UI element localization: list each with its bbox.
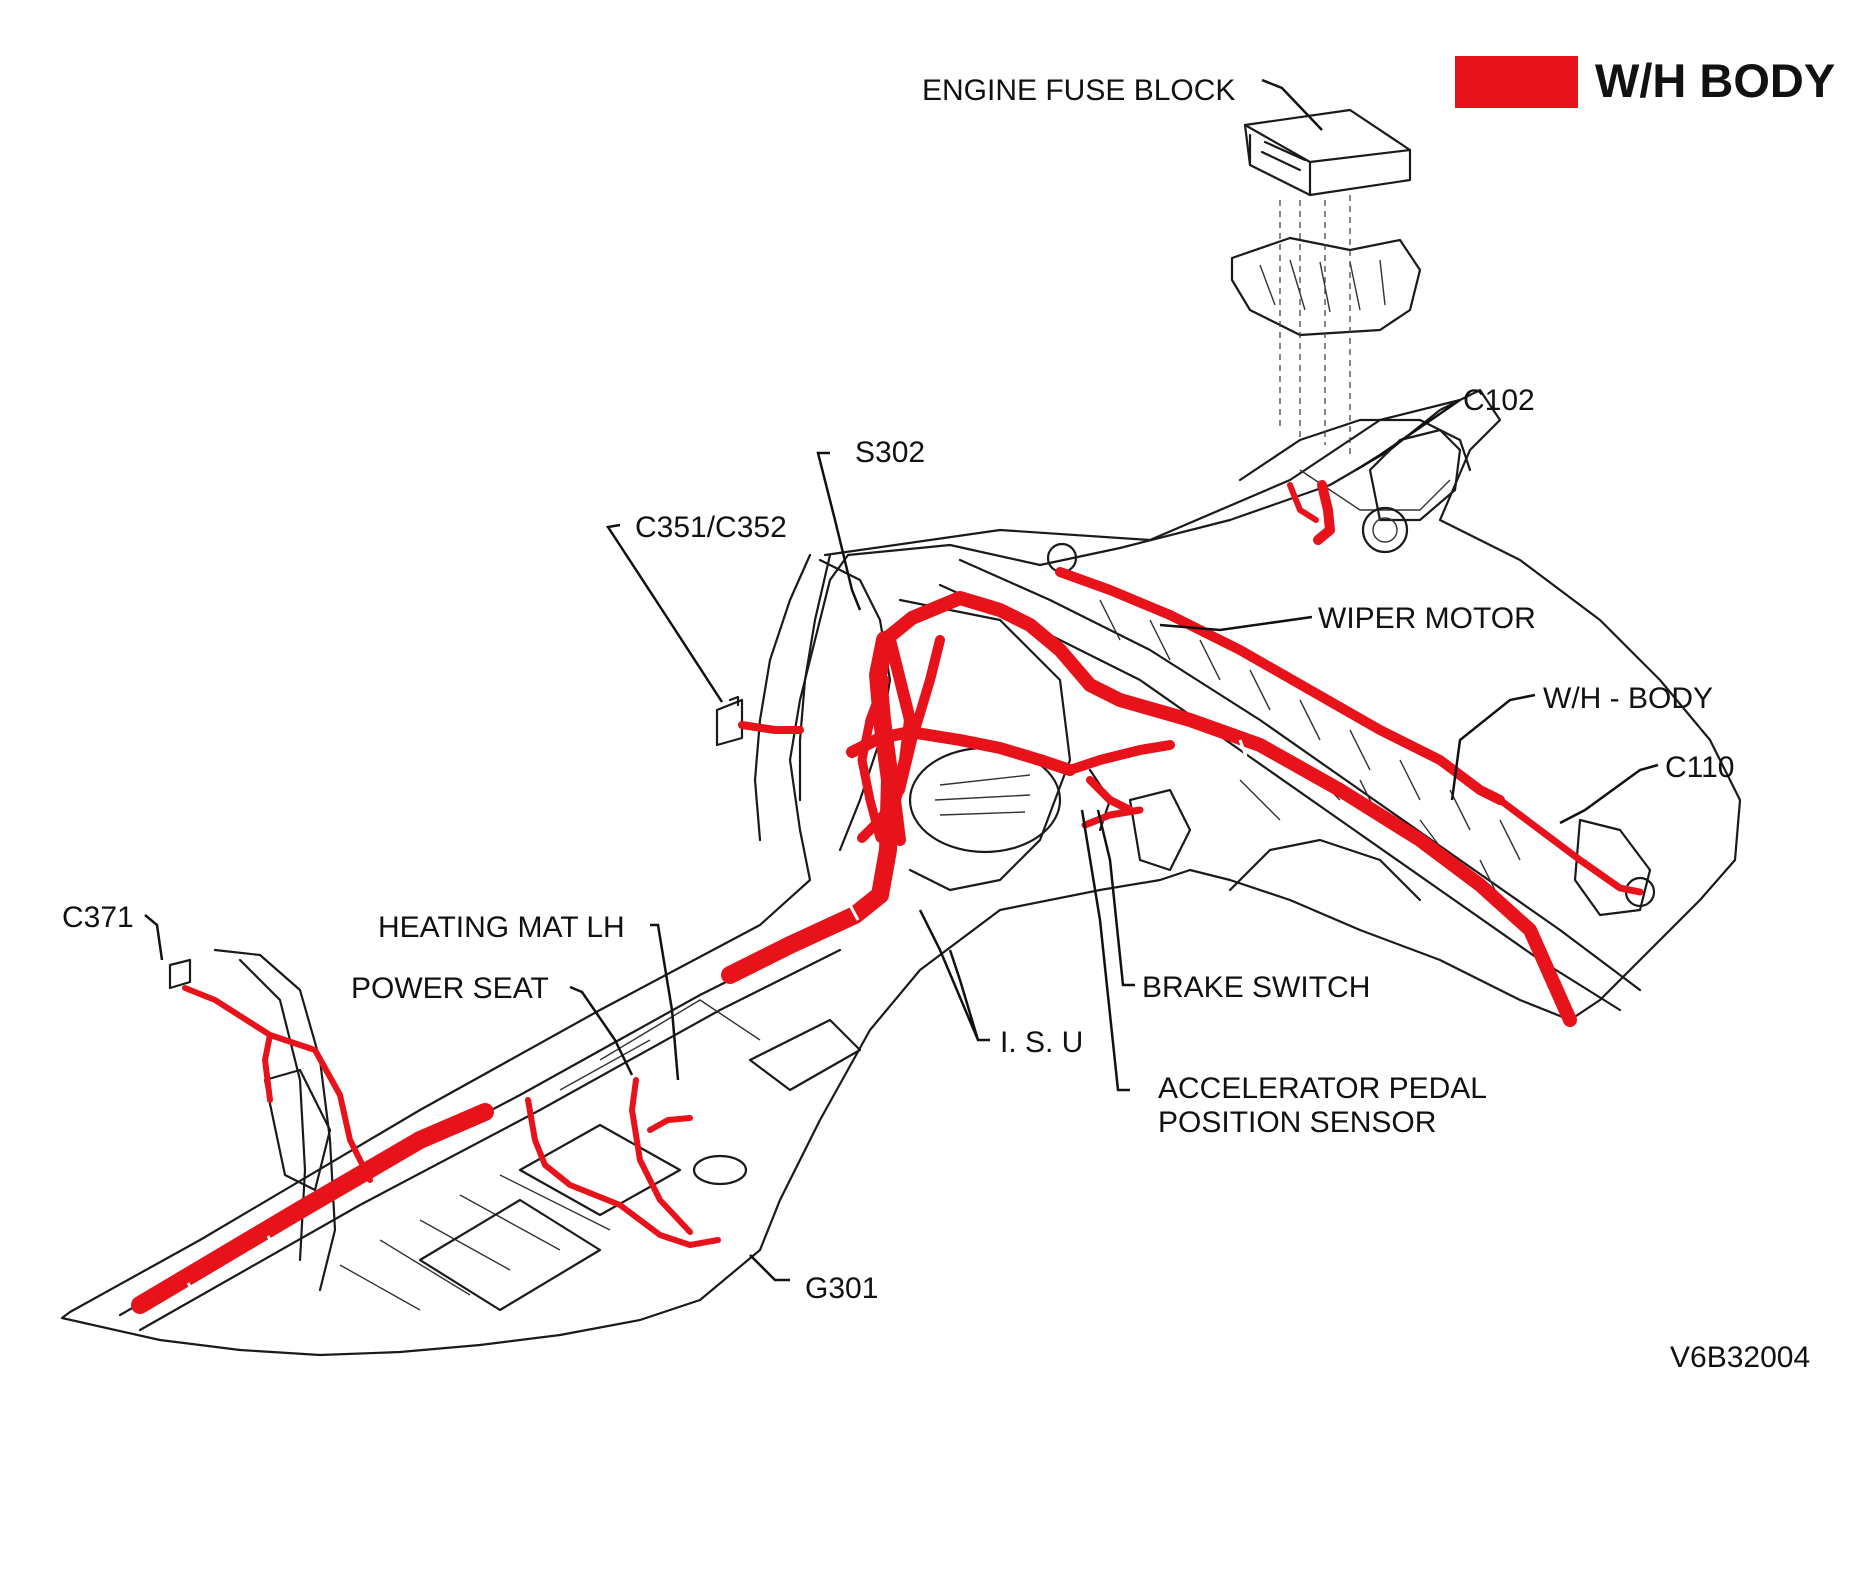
body-harness-routing (131, 480, 1644, 1314)
harness-a-pillar-trunk (721, 631, 899, 984)
harness-b-pillar-branch (182, 985, 373, 1183)
label-wh-body: W/H - BODY (1543, 682, 1713, 715)
harness-cowl-run (878, 591, 1577, 1027)
label-power-seat: POWER SEAT (351, 972, 549, 1005)
engine-fuse-block-drawing (1230, 108, 1422, 455)
legend: W/H BODY (1455, 54, 1835, 108)
label-accelerator-pedal-line1: ACCELERATOR PEDAL (1158, 1072, 1487, 1105)
label-c102: C102 (1463, 384, 1535, 417)
harness-rocker-trunk (131, 1103, 494, 1314)
harness-seat-branch (525, 1097, 721, 1248)
label-g301: G301 (805, 1272, 878, 1305)
harness-c102-branch (1313, 480, 1335, 545)
label-c351-c352: C351/C352 (635, 511, 787, 544)
label-heating-mat-lh: HEATING MAT LH (378, 911, 625, 944)
label-c371: C371 (62, 901, 134, 934)
label-s302: S302 (855, 436, 925, 469)
figure-code: V6B32004 (1670, 1341, 1810, 1374)
legend-label: W/H BODY (1595, 54, 1835, 107)
label-brake-switch: BRAKE SWITCH (1142, 971, 1370, 1004)
label-engine-fuse-block: ENGINE FUSE BLOCK (922, 74, 1235, 107)
connector-blocks (168, 695, 744, 990)
leader-lines (144, 78, 1659, 1282)
label-isu: I. S. U (1000, 1026, 1083, 1059)
callout-labels: ENGINE FUSE BLOCK C102 S302 C351/C352 WI… (62, 74, 1810, 1374)
label-accelerator-pedal-line2: POSITION SENSOR (1158, 1106, 1436, 1139)
legend-swatch (1455, 56, 1578, 108)
label-c110: C110 (1665, 751, 1735, 784)
label-wiper-motor: WIPER MOTOR (1318, 602, 1536, 635)
